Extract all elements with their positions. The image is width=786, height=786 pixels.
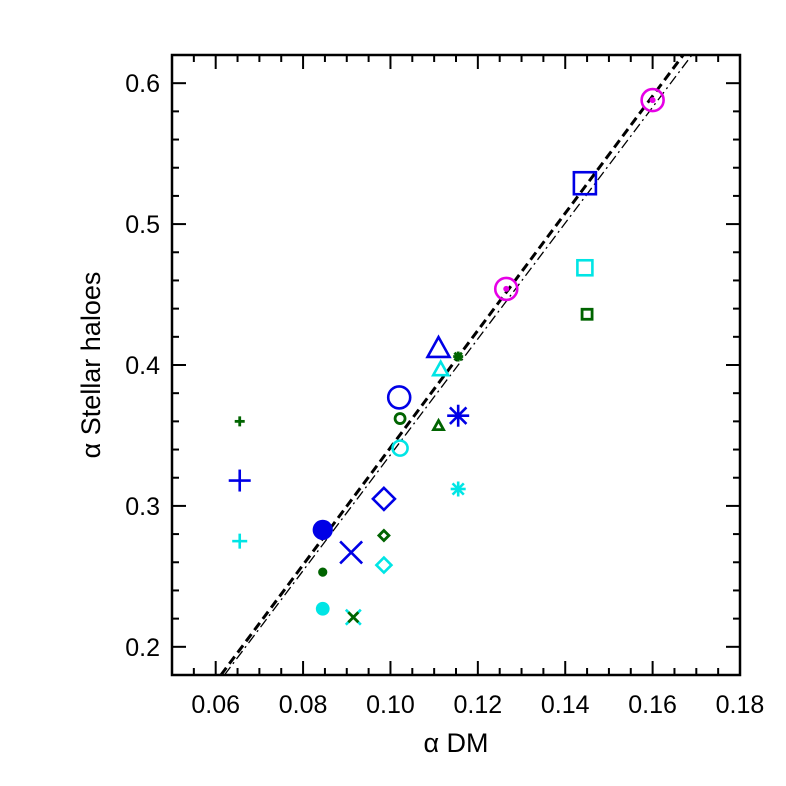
data-point-cross bbox=[347, 611, 360, 624]
marker-shape bbox=[312, 519, 333, 540]
data-point-filled-circle bbox=[312, 519, 333, 540]
data-point-circle-dot bbox=[640, 87, 665, 113]
data-point-plus bbox=[228, 469, 251, 492]
data-point-asterisk bbox=[453, 351, 464, 362]
x-tick-labels: 0.06 0.08 0.10 0.12 0.14 0.16 0.18 bbox=[191, 691, 764, 719]
x-tick-label: 0.10 bbox=[366, 691, 415, 719]
axis-ticks bbox=[171, 54, 741, 676]
data-point-triangle bbox=[425, 334, 452, 359]
data-point-diamond bbox=[374, 555, 394, 575]
marker-shape bbox=[430, 359, 451, 377]
data-point-square bbox=[572, 170, 598, 196]
marker-shape bbox=[393, 412, 407, 425]
data-point-circle-dot bbox=[493, 276, 519, 302]
fit-lines bbox=[219, 55, 693, 675]
marker-shape bbox=[453, 351, 463, 362]
marker-shape bbox=[371, 486, 397, 512]
y-tick-label: 0.2 bbox=[125, 634, 160, 662]
data-point-plus bbox=[234, 416, 245, 427]
plot-frame bbox=[170, 53, 742, 677]
marker-shape bbox=[493, 276, 519, 302]
fit-line-dash-dot bbox=[223, 55, 693, 675]
marker-shape bbox=[640, 87, 665, 113]
data-points bbox=[228, 87, 665, 626]
marker-shape bbox=[649, 97, 656, 104]
data-point-filled-circle bbox=[318, 567, 328, 577]
data-point-filled-circle bbox=[315, 601, 330, 616]
x-tick-label: 0.18 bbox=[716, 691, 765, 719]
marker-shape bbox=[339, 540, 364, 565]
x-tick-label: 0.14 bbox=[541, 691, 590, 719]
marker-shape bbox=[315, 601, 330, 616]
x-tick-label: 0.08 bbox=[279, 691, 328, 719]
y-tick-label: 0.6 bbox=[125, 70, 160, 98]
fit-line-dashed bbox=[219, 55, 685, 675]
data-point-circle bbox=[386, 385, 412, 410]
y-tick-label: 0.4 bbox=[125, 352, 160, 380]
data-point-plus bbox=[232, 533, 248, 549]
marker-shape bbox=[376, 528, 391, 543]
y-tick-labels: 0.2 0.3 0.4 0.5 0.6 bbox=[125, 70, 160, 662]
data-point-square bbox=[580, 307, 594, 321]
data-point-circle bbox=[391, 439, 409, 457]
data-point-triangle bbox=[431, 417, 446, 431]
marker-shape bbox=[374, 555, 394, 575]
y-tick-label: 0.3 bbox=[125, 493, 160, 521]
marker-shape bbox=[576, 258, 594, 277]
marker-shape bbox=[318, 567, 328, 577]
x-tick-label: 0.12 bbox=[454, 691, 503, 719]
data-point-asterisk bbox=[447, 404, 470, 427]
marker-shape bbox=[347, 611, 360, 624]
marker-shape bbox=[431, 417, 446, 431]
data-point-square bbox=[576, 258, 594, 277]
data-point-cross bbox=[339, 540, 364, 565]
x-tick-label: 0.16 bbox=[628, 691, 677, 719]
x-axis-title: α DM bbox=[423, 728, 488, 758]
marker-shape bbox=[391, 439, 409, 457]
y-axis-title: α Stellar haloes bbox=[76, 272, 106, 459]
data-point-triangle bbox=[430, 359, 451, 377]
data-point-diamond bbox=[376, 528, 391, 543]
data-point-asterisk bbox=[450, 481, 466, 497]
marker-shape bbox=[503, 285, 510, 292]
marker-shape bbox=[386, 385, 412, 410]
marker-shape bbox=[580, 307, 594, 321]
marker-shape bbox=[425, 334, 452, 359]
marker-shape bbox=[451, 482, 465, 496]
marker-shape bbox=[449, 406, 468, 425]
data-point-circle bbox=[393, 412, 407, 425]
marker-shape bbox=[572, 170, 598, 196]
data-point-diamond bbox=[371, 486, 397, 512]
x-tick-label: 0.06 bbox=[191, 691, 240, 719]
y-tick-label: 0.5 bbox=[125, 211, 160, 239]
